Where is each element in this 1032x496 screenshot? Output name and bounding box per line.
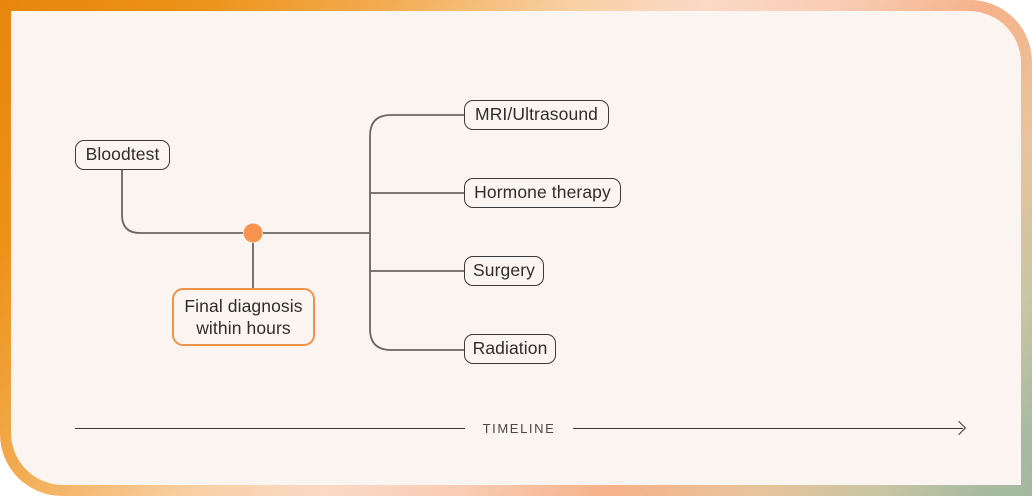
timeline-line-right-wrap <box>573 420 967 436</box>
diagram-canvas: Bloodtest Final diagnosis within hours M… <box>11 11 1021 485</box>
connector-lines <box>121 114 464 351</box>
timeline-line-left <box>75 427 465 429</box>
node-hormone-therapy[interactable]: Hormone therapy <box>464 178 621 208</box>
node-bloodtest[interactable]: Bloodtest <box>75 140 170 170</box>
connector-bloodtest <box>121 170 243 234</box>
timeline-label: TIMELINE <box>482 420 556 436</box>
node-final-diagnosis[interactable]: Final diagnosis within hours <box>172 288 315 346</box>
node-final-diagnosis-line2: within hours <box>196 318 291 338</box>
junction-dot-icon <box>243 223 263 243</box>
node-final-diagnosis-text: Final diagnosis within hours <box>184 295 302 340</box>
timeline-line-right <box>573 427 964 429</box>
node-final-diagnosis-line1: Final diagnosis <box>184 295 303 316</box>
timeline-axis: TIMELINE <box>75 416 967 440</box>
node-radiation[interactable]: Radiation <box>464 334 556 364</box>
node-mri-ultrasound[interactable]: MRI/Ultrasound <box>464 100 609 130</box>
node-surgery[interactable]: Surgery <box>464 256 544 286</box>
connector-trunk <box>369 114 392 351</box>
